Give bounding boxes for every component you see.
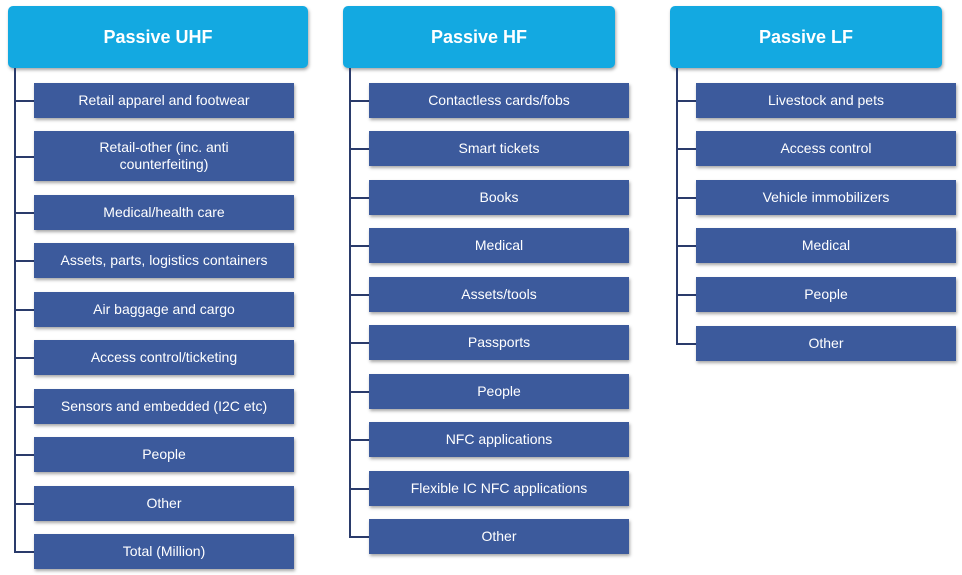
column-header: Passive UHF — [8, 6, 308, 68]
connector-branch — [14, 156, 36, 158]
connector-branch — [349, 100, 371, 102]
item-box: Medical — [696, 228, 956, 263]
item-box: Books — [369, 180, 629, 215]
item-box: Contactless cards/fobs — [369, 83, 629, 118]
connector-branch — [349, 148, 371, 150]
item-box: Air baggage and cargo — [34, 292, 294, 327]
item-box: Smart tickets — [369, 131, 629, 166]
column-header: Passive LF — [670, 6, 942, 68]
connector-branch — [676, 100, 698, 102]
item-box: Access control — [696, 131, 956, 166]
item-box: Medical — [369, 228, 629, 263]
item-box: People — [369, 374, 629, 409]
item-box: Medical/health care — [34, 195, 294, 230]
connector-branch — [14, 357, 36, 359]
connector-branch — [14, 100, 36, 102]
column-header: Passive HF — [343, 6, 615, 68]
connector-branch — [676, 197, 698, 199]
connector-branch — [14, 406, 36, 408]
item-box: Passports — [369, 325, 629, 360]
connector-branch — [349, 391, 371, 393]
item-box: Other — [369, 519, 629, 554]
connector-branch — [349, 342, 371, 344]
connector-branch — [349, 197, 371, 199]
connector-branch — [349, 245, 371, 247]
item-box: Other — [696, 326, 956, 361]
connector-branch — [14, 454, 36, 456]
item-box: Livestock and pets — [696, 83, 956, 118]
connector-branch — [349, 488, 371, 490]
item-box: NFC applications — [369, 422, 629, 457]
connector-branch — [676, 343, 698, 345]
item-box: Other — [34, 486, 294, 521]
item-box: Vehicle immobilizers — [696, 180, 956, 215]
item-box: Flexible IC NFC applications — [369, 471, 629, 506]
item-box: Access control/ticketing — [34, 340, 294, 375]
connector-branch — [14, 551, 36, 553]
item-box: Assets/tools — [369, 277, 629, 312]
item-box: Total (Million) — [34, 534, 294, 569]
item-box: People — [34, 437, 294, 472]
connector-line — [349, 68, 351, 536]
item-box: Retail-other (inc. anti counterfeiting) — [34, 131, 294, 181]
connector-branch — [349, 536, 371, 538]
connector-branch — [349, 294, 371, 296]
connector-branch — [14, 260, 36, 262]
connector-line — [676, 68, 678, 344]
connector-branch — [676, 245, 698, 247]
item-box: Assets, parts, logistics containers — [34, 243, 294, 278]
item-box: People — [696, 277, 956, 312]
item-box: Retail apparel and footwear — [34, 83, 294, 118]
connector-branch — [14, 503, 36, 505]
connector-branch — [676, 294, 698, 296]
connector-branch — [676, 148, 698, 150]
connector-branch — [349, 439, 371, 441]
connector-branch — [14, 212, 36, 214]
item-box: Sensors and embedded (I2C etc) — [34, 389, 294, 424]
connector-branch — [14, 309, 36, 311]
